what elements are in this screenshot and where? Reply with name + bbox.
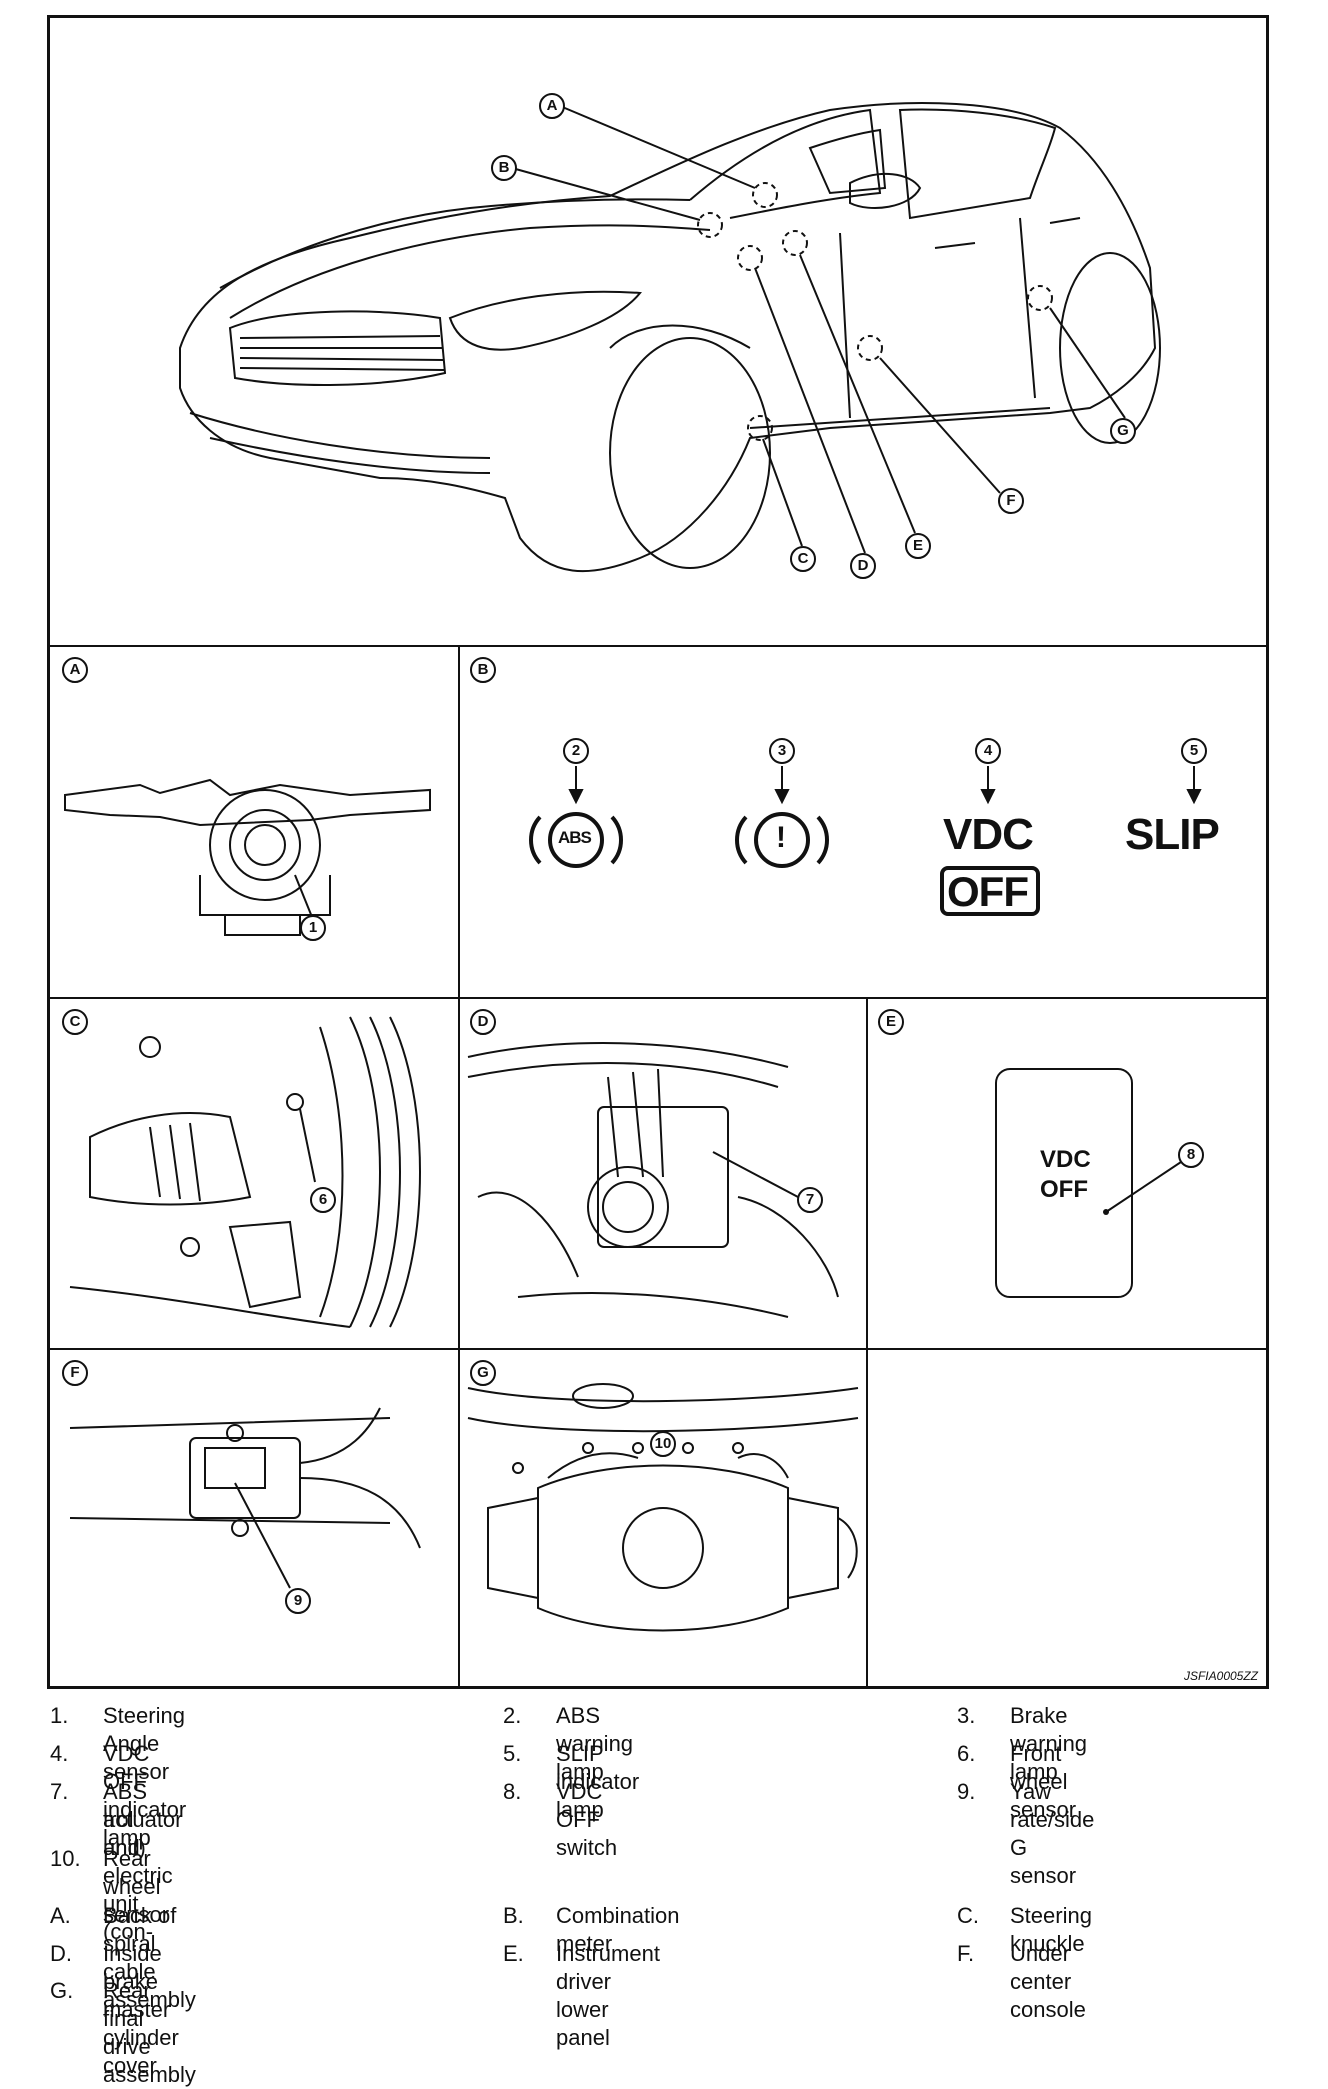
legend-letter: E. [503, 1941, 524, 1966]
item-1-callout: 1 [300, 915, 326, 941]
item-8-callout: 8 [1178, 1142, 1204, 1168]
panel-d-label: D [470, 1009, 496, 1035]
legend-letter: F. [957, 1941, 975, 1966]
slip-indicator-lamp: SLIP [1125, 810, 1220, 859]
item-6-callout: 6 [310, 1187, 336, 1213]
panel-a-label: A [62, 657, 88, 683]
divider [50, 1348, 1266, 1350]
vehicle-overview-illustration [179, 102, 1161, 573]
legend-number: 3. [957, 1703, 976, 1728]
legend-letter: D. [50, 1941, 72, 1966]
legend-number: 10. [50, 1846, 81, 1871]
divider [866, 1348, 868, 1689]
callout-b: B [491, 155, 517, 181]
legend-text: Brake warning lamp [1010, 1703, 1088, 1784]
legend-text: Front wheel sensor [1010, 1741, 1077, 1822]
panel-g-label: G [470, 1360, 496, 1386]
legend-number: 2. [503, 1703, 522, 1728]
abs-warning-lamp: ABS [558, 828, 592, 847]
spiral-cable-illustration [64, 778, 431, 936]
vdc-off-lamp-bottom: OFF [947, 868, 1029, 915]
legend-number: 1. [50, 1703, 69, 1728]
item-5-callout: 5 [1181, 738, 1207, 764]
legend-text: Combination meter [556, 1903, 680, 1956]
callout-c: C [790, 546, 816, 572]
callout-f: F [998, 488, 1024, 514]
legend-letter: G. [50, 1978, 74, 2003]
item-2-callout: 2 [563, 738, 589, 764]
legend-number: 9. [957, 1779, 976, 1804]
legend-number: 5. [503, 1741, 522, 1766]
yaw-rate-sensor-illustration [69, 1407, 421, 1589]
legend-text: Instrument driver lower panel [556, 1941, 660, 2050]
legend-text: ABS actuator and electric unit (con- [103, 1779, 183, 1944]
divider [866, 997, 868, 1349]
legend-number: 7. [50, 1779, 69, 1804]
legend-letter: C. [957, 1903, 979, 1928]
abs-actuator-illustration [467, 1042, 839, 1318]
legend-text: VDC OFF indicator lamp [103, 1741, 187, 1850]
brake-warning-lamp: ! [776, 821, 786, 854]
legend-text: ABS warning lamp [556, 1703, 634, 1784]
legend-text: Back of spiral cable assembly [103, 1903, 196, 2012]
component-location-figure: A B C D E F G A 1 B 2 3 4 5 [47, 15, 1269, 1689]
vdc-off-switch-label-top: VDC [1040, 1146, 1091, 1173]
divider [458, 645, 460, 1689]
legend-text: SLIP indicator lamp [556, 1741, 640, 1822]
item-7-callout: 7 [797, 1187, 823, 1213]
item-10-callout: 10 [650, 1431, 676, 1457]
rear-wheel-sensor-illustration [467, 1383, 859, 1632]
legend-text: Rear wheel sensor [103, 1846, 170, 1927]
divider [50, 645, 1266, 647]
panel-e-label: E [878, 1009, 904, 1035]
legend-text: Under center console [1010, 1941, 1086, 2022]
legend-text: Rear final drive assembly [103, 1978, 196, 2087]
front-wheel-sensor-illustration [69, 1016, 421, 1328]
legend-number: 8. [503, 1779, 522, 1804]
legend-text: VDC OFF switch [556, 1779, 618, 1860]
vdc-off-lamp-top: VDC [943, 810, 1034, 859]
panel-c-label: C [62, 1009, 88, 1035]
callout-d: D [850, 553, 876, 579]
figure-code: JSFIA0005ZZ [1183, 1669, 1258, 1683]
legend-text: Steering Angle sensor [103, 1703, 185, 1784]
vdc-off-switch-label-bottom: OFF [1040, 1176, 1088, 1203]
callout-g: G [1110, 418, 1136, 444]
panel-b-label: B [470, 657, 496, 683]
callout-a: A [539, 93, 565, 119]
legend-letter: A. [50, 1903, 71, 1928]
callout-e: E [905, 533, 931, 559]
divider [50, 997, 1266, 999]
legend-number: 4. [50, 1741, 69, 1766]
legend-number: 6. [957, 1741, 976, 1766]
warning-lamps-arrows [529, 766, 1202, 916]
legend-text: Steering knuckle [1010, 1903, 1092, 1956]
legend-text: Yaw rate/side G sensor [1010, 1779, 1095, 1888]
legend-text: trol unit) [103, 1807, 146, 1860]
panel-f-label: F [62, 1360, 88, 1386]
item-4-callout: 4 [975, 738, 1001, 764]
item-3-callout: 3 [769, 738, 795, 764]
legend-letter: B. [503, 1903, 524, 1928]
item-9-callout: 9 [285, 1588, 311, 1614]
